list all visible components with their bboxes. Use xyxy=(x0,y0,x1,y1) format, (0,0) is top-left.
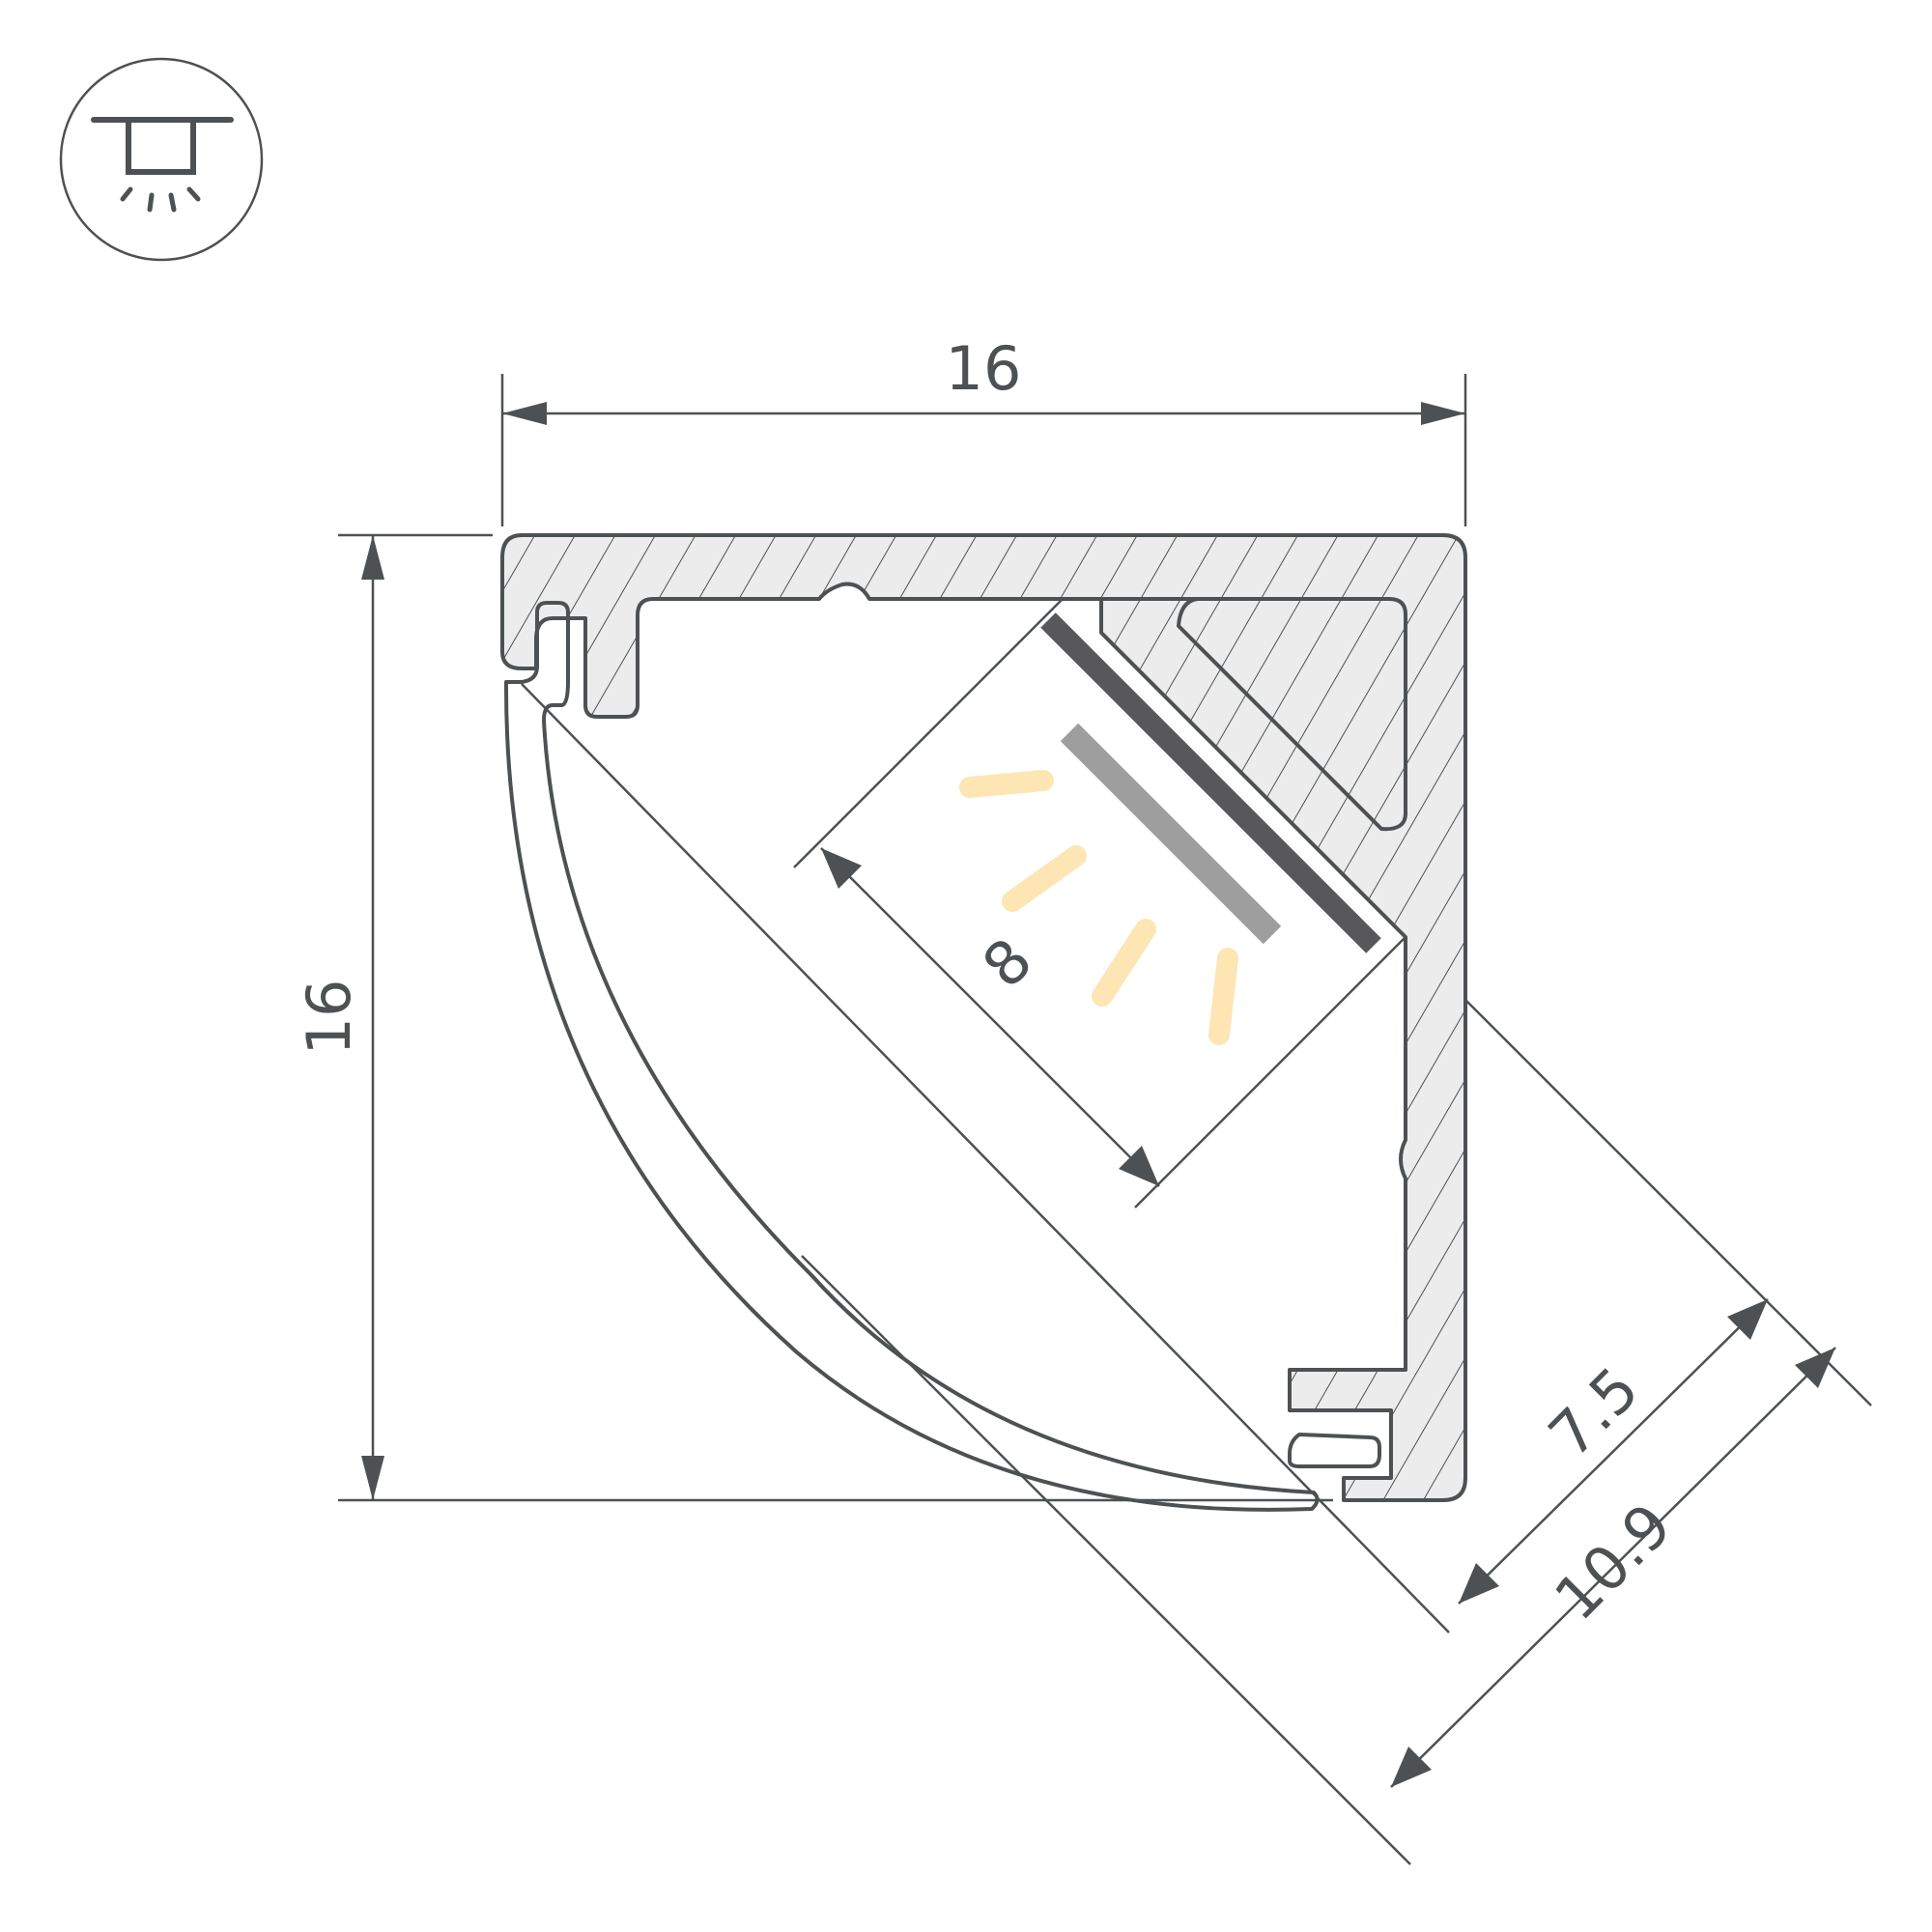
profile-body xyxy=(500,533,1467,1502)
light-ray xyxy=(1002,845,1087,912)
ceiling-mount-icon xyxy=(59,57,264,262)
led-chip-bar xyxy=(1060,723,1282,945)
inner-depth-dimension: 7.5 xyxy=(1535,1353,1652,1470)
width-dimension: 16 xyxy=(946,333,1022,404)
dimension-lines xyxy=(338,374,1872,1865)
light-rays xyxy=(959,770,1238,1045)
led-strip xyxy=(1040,612,1381,953)
strip-width-dimension: 8 xyxy=(969,924,1046,1002)
light-ray xyxy=(1092,919,1156,1007)
diffuser-lens xyxy=(503,601,1381,1512)
pcb-strip xyxy=(1040,612,1381,953)
light-ray xyxy=(1208,948,1238,1045)
light-ray xyxy=(959,770,1054,798)
outer-depth-dimension: 10.9 xyxy=(1541,1490,1685,1634)
dimension-arrows xyxy=(361,402,1835,1787)
height-dimension: 16 xyxy=(294,980,364,1056)
icon-circle xyxy=(59,57,264,262)
